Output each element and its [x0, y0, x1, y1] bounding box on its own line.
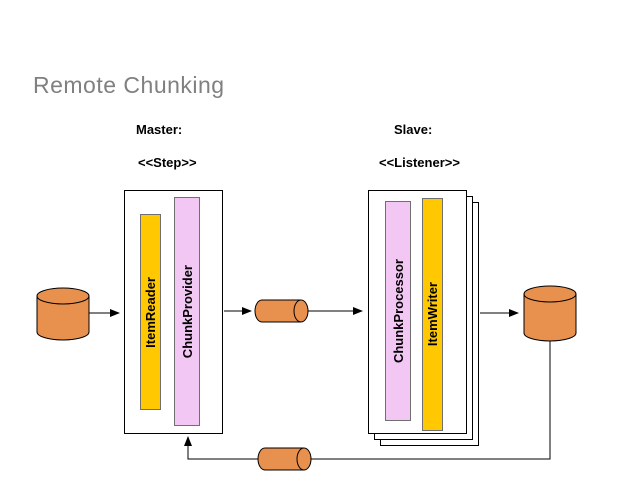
- master-label: Master:: [136, 122, 183, 137]
- queue-cylinder-bottom-icon: [257, 447, 312, 471]
- master-step-box: ItemReader ChunkProvider: [124, 190, 223, 434]
- chunk-provider-bar: ChunkProvider: [174, 197, 200, 426]
- chunk-provider-label: ChunkProvider: [179, 264, 195, 359]
- slave-label: Slave:: [394, 122, 433, 137]
- database-cylinder-left-icon: [36, 287, 90, 341]
- diagram-title: Remote Chunking: [33, 72, 225, 98]
- item-writer-label: ItemWriter: [425, 282, 440, 347]
- item-reader-bar: ItemReader: [140, 214, 161, 410]
- step-stereotype: <<Step>>: [138, 155, 197, 170]
- item-writer-bar: ItemWriter: [422, 198, 443, 431]
- queue-cylinder-middle-icon: [254, 299, 309, 323]
- return-connector: [184, 341, 551, 460]
- item-reader-label: ItemReader: [143, 276, 158, 348]
- slave-listener-box: ChunkProcessor ItemWriter: [368, 190, 467, 434]
- chunk-processor-bar: ChunkProcessor: [385, 201, 411, 421]
- database-cylinder-right-icon: [523, 285, 577, 342]
- listener-stereotype: <<Listener>>: [379, 155, 460, 170]
- chunk-processor-label: ChunkProcessor: [390, 258, 406, 364]
